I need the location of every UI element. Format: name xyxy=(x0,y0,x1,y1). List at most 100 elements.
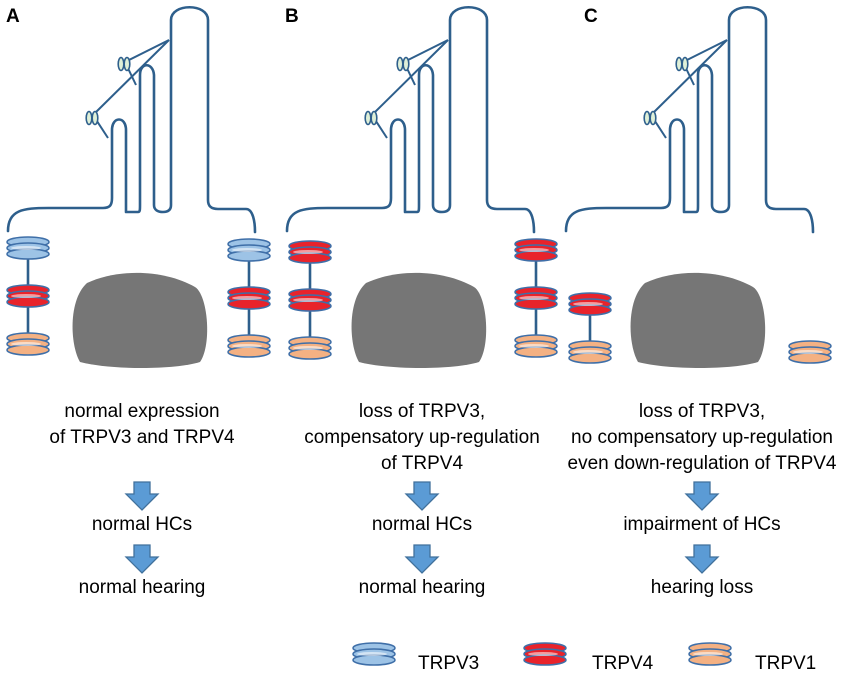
nucleus xyxy=(351,272,487,368)
channel-slot xyxy=(568,340,612,364)
hair-cell xyxy=(285,5,536,234)
channel-slot xyxy=(227,286,271,310)
caption-line: compensatory up-regulation xyxy=(304,427,540,448)
trpv1-channel-icon xyxy=(788,340,832,364)
caption-line: loss of TRPV3, xyxy=(639,401,765,422)
legend: TRPV3 TRPV4 TRPV1 xyxy=(352,642,816,674)
trpv4-channel-icon xyxy=(6,284,50,308)
left-channel-stack xyxy=(568,292,612,364)
caption-block: normal expression of TRPV3 and TRPV4 xyxy=(49,401,235,448)
hair-cell xyxy=(564,5,815,234)
trpv4-channel-icon xyxy=(514,286,558,310)
down-arrow xyxy=(404,481,440,511)
outcome-cells: normal HCs xyxy=(372,514,472,535)
outcome-hearing: hearing loss xyxy=(651,577,753,598)
panel-letter: A xyxy=(6,6,20,27)
cell-outline xyxy=(564,5,815,234)
panel-c: C loss of TRPV3, no compensatory up-regu… xyxy=(564,5,837,598)
channel-slot xyxy=(514,286,558,310)
outcome-hearing: normal hearing xyxy=(79,577,206,598)
channel-slot xyxy=(6,284,50,308)
caption-block: loss of TRPV3, compensatory up-regulatio… xyxy=(304,401,540,474)
trpv3-channel-icon xyxy=(6,236,50,260)
legend-item-trpv4: TRPV4 xyxy=(523,642,654,674)
tip-link-oval xyxy=(85,110,93,126)
trpv4-channel-icon xyxy=(523,642,567,666)
down-arrow xyxy=(404,544,440,574)
tip-link-oval xyxy=(123,56,131,72)
nucleus xyxy=(630,272,766,368)
tip-link-oval xyxy=(396,56,404,72)
cell-outline xyxy=(285,5,536,234)
down-arrow xyxy=(684,481,720,511)
tip-link-oval xyxy=(681,56,689,72)
cell-outline xyxy=(6,5,257,234)
channel-slot xyxy=(288,336,332,360)
trpv1-channel-icon xyxy=(288,336,332,360)
cell-membrane xyxy=(564,5,815,234)
panel-letter: C xyxy=(584,6,598,27)
panel-a: A normal expression of TRPV3 and TRPV4 n… xyxy=(6,5,271,598)
outcome-cells: impairment of HCs xyxy=(623,514,780,535)
right-channel-stack xyxy=(514,238,558,358)
trpv3-channel-icon xyxy=(227,238,271,262)
tip-link-oval xyxy=(649,110,657,126)
down-arrow xyxy=(124,481,160,511)
trpv1-channel-icon xyxy=(568,340,612,364)
legend-label: TRPV1 xyxy=(755,653,816,674)
outcome-cells: normal HCs xyxy=(92,514,192,535)
trpv1-channel-icon xyxy=(514,334,558,358)
tip-link-oval xyxy=(402,56,410,72)
trpv3-channel-icon xyxy=(352,642,396,666)
right-channel-stack xyxy=(227,238,271,358)
cell-membrane xyxy=(285,5,536,234)
trpv4-channel-icon xyxy=(288,288,332,312)
caption-line: loss of TRPV3, xyxy=(359,401,485,422)
legend-label: TRPV4 xyxy=(592,653,654,674)
channel-slot xyxy=(288,240,332,264)
trpv4-channel-icon xyxy=(514,238,558,262)
trpv1-channel-icon xyxy=(6,332,50,356)
hair-cell xyxy=(6,5,257,234)
caption-line: even down-regulation of TRPV4 xyxy=(568,453,837,474)
tip-link-oval xyxy=(643,110,651,126)
panel-letter: B xyxy=(285,6,299,27)
down-arrow xyxy=(124,544,160,574)
trpv4-channel-icon xyxy=(568,292,612,316)
trpv4-channel-icon xyxy=(523,642,567,666)
cell-membrane xyxy=(6,5,257,234)
channel-slot xyxy=(6,332,50,356)
tip-link-oval xyxy=(370,110,378,126)
trpv4-channel-icon xyxy=(227,286,271,310)
down-arrow xyxy=(684,544,720,574)
caption-block: loss of TRPV3, no compensatory up-regula… xyxy=(568,401,837,474)
right-channel-stack xyxy=(788,340,832,364)
caption-line: normal expression xyxy=(64,401,219,422)
caption-line: no compensatory up-regulation xyxy=(571,427,833,448)
caption-line: of TRPV3 and TRPV4 xyxy=(49,427,235,448)
legend-label: TRPV3 xyxy=(418,653,479,674)
tip-link-oval xyxy=(91,110,99,126)
tip-link-oval xyxy=(675,56,683,72)
channel-slot xyxy=(227,334,271,358)
channel-slot xyxy=(514,334,558,358)
panel-b: B loss of TRPV3, compensatory up-regulat… xyxy=(285,5,558,598)
left-channel-stack xyxy=(6,236,50,356)
channel-slot xyxy=(514,238,558,262)
trpv4-channel-icon xyxy=(288,240,332,264)
legend-item-trpv1: TRPV1 xyxy=(688,642,816,674)
channel-slot xyxy=(288,288,332,312)
trpv3-channel-icon xyxy=(352,642,396,666)
channel-slot xyxy=(788,340,832,364)
left-channel-stack xyxy=(288,240,332,360)
legend-item-trpv3: TRPV3 xyxy=(352,642,479,674)
tip-link-oval xyxy=(117,56,125,72)
caption-line: of TRPV4 xyxy=(381,453,463,474)
trpv1-channel-icon xyxy=(688,642,732,666)
channel-slot xyxy=(6,236,50,260)
nucleus xyxy=(72,272,208,368)
tip-link-oval xyxy=(364,110,372,126)
trpv1-channel-icon xyxy=(227,334,271,358)
channel-slot xyxy=(568,292,612,316)
